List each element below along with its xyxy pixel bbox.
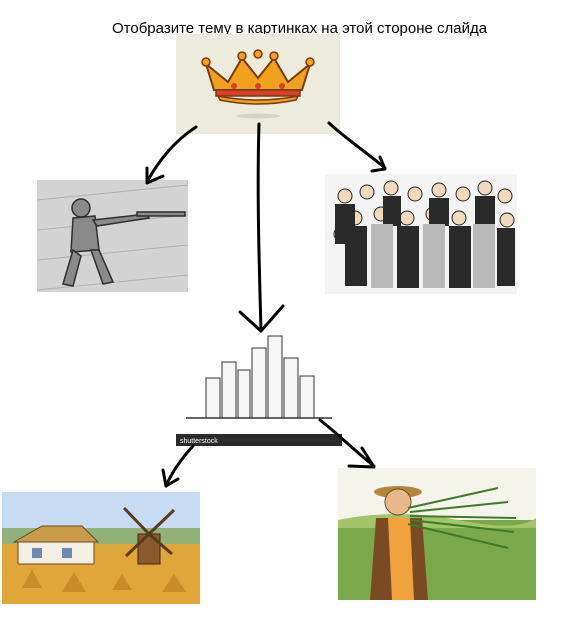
crowd-icon [325, 174, 517, 294]
crown-icon [201, 49, 315, 119]
arrow-to-village[interactable] [164, 444, 195, 488]
crown-picture[interactable] [176, 34, 340, 134]
farmer-with-wheat-picture[interactable] [338, 468, 536, 600]
arrow-to-soldier[interactable] [145, 125, 198, 184]
city-skyline-sketch-picture[interactable]: shutterstock [176, 318, 342, 446]
slide-title[interactable]: Отобразите тему в картинках на этой стор… [112, 20, 488, 37]
soldier-icon [37, 180, 188, 292]
crowd-of-people-picture[interactable] [325, 174, 517, 294]
village-windmill-picture[interactable] [2, 492, 200, 604]
windmill-icon [2, 492, 200, 604]
shutterstock-watermark: shutterstock [180, 438, 218, 445]
farmer-icon [338, 468, 536, 600]
city-icon: shutterstock [176, 318, 342, 446]
arrow-to-city[interactable] [256, 122, 263, 332]
soldier-sketch-picture[interactable] [37, 180, 188, 292]
